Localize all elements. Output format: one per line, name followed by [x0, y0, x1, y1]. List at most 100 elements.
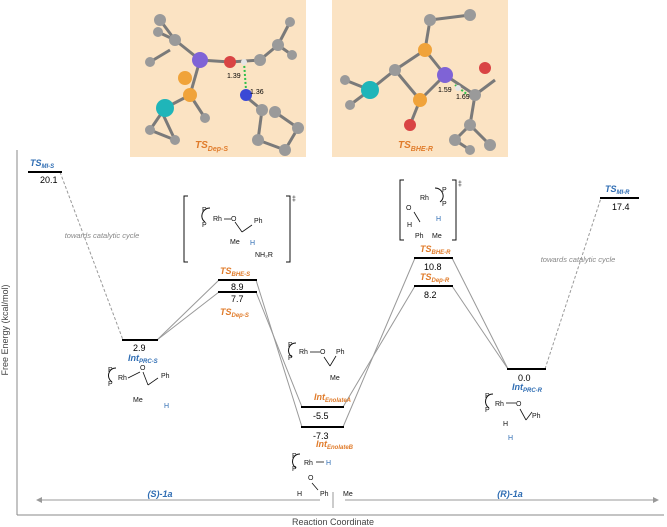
inset-left-dist2: 1.36	[250, 89, 264, 96]
svg-text:P: P	[202, 207, 207, 214]
svg-text:H: H	[508, 435, 513, 442]
energy-tsmi-s: 20.1	[40, 175, 58, 185]
svg-text:Ph: Ph	[161, 373, 170, 380]
svg-text:H: H	[250, 240, 255, 247]
svg-text:Ph: Ph	[320, 491, 329, 498]
svg-text:P: P	[108, 367, 113, 374]
connector-dep-s-enolA	[255, 291, 303, 408]
svg-text:H: H	[297, 491, 302, 498]
structure-int-enolA: P P Rh O Ph Me	[288, 342, 345, 382]
connectors	[59, 171, 602, 428]
svg-text:Ph: Ph	[254, 218, 263, 225]
x-axis-label: Reaction Coordinate	[292, 517, 374, 527]
svg-text:P: P	[485, 393, 490, 400]
energy-ts-bhe-s: 8.9	[231, 282, 244, 292]
svg-text:O: O	[231, 216, 237, 223]
energy-int-prc-s: 2.9	[133, 343, 146, 353]
inset-right-dist1: 1.59	[438, 87, 452, 94]
energy-int-enolB: -7.3	[313, 431, 329, 441]
svg-text:‡: ‡	[458, 181, 462, 188]
svg-text:Me: Me	[432, 233, 442, 240]
label-int-prc-s: IntPRC-S	[128, 353, 158, 365]
svg-text:O: O	[308, 475, 314, 482]
svg-text:H: H	[164, 403, 169, 410]
svg-text:Me: Me	[133, 397, 143, 404]
bottom-label-left: (S)-1a	[147, 489, 172, 499]
svg-text:P: P	[485, 407, 490, 414]
inset-right-title: TSBHE-R	[398, 140, 433, 153]
connector-prc-s-bhe-s	[156, 279, 220, 341]
svg-text:H: H	[503, 421, 508, 428]
label-ts-dep-s: TSDep-S	[220, 307, 249, 319]
svg-text:Me: Me	[230, 239, 240, 246]
connector-bhe-r-prc-r	[451, 257, 509, 370]
svg-text:Me: Me	[343, 491, 353, 498]
connector-bhe-s-enolB	[255, 279, 303, 428]
energy-ts-bhe-r: 10.8	[424, 262, 442, 272]
bottom-label-right: (R)-1a	[497, 489, 523, 499]
y-axis-label: Free Energy (kcal/mol)	[0, 284, 10, 375]
label-ts-bhe-r: TSBHE-R	[420, 244, 451, 256]
svg-text:Rh: Rh	[299, 349, 308, 356]
svg-text:‡: ‡	[292, 196, 296, 203]
label-ts-bhe-s: TSBHE-S	[220, 266, 250, 278]
label-tsmi-r: TSMI-R	[605, 184, 630, 196]
inset-left-atoms	[145, 14, 304, 156]
svg-text:Ph: Ph	[532, 413, 541, 420]
svg-text:P: P	[442, 187, 447, 194]
energy-int-prc-r: 0.0	[518, 373, 531, 383]
label-int-enolB: IntEnolateB	[316, 439, 354, 451]
svg-text:Ph: Ph	[415, 233, 424, 240]
structure-ts-bhe-s: ‡ P P Rh O Ph Me H NH₂R	[183, 195, 296, 263]
structure-int-prc-s: P P Rh O Ph Me H	[108, 365, 170, 410]
connector-tsmi-s	[59, 171, 124, 341]
inset-left-background	[130, 0, 306, 157]
inset-left-dist1: 1.39	[227, 73, 241, 80]
structures: ‡ P P Rh O Ph Me H NH₂R P P Rh O Ph Me	[108, 179, 541, 498]
connector-prc-s-dep-s	[156, 291, 220, 341]
svg-text:H: H	[436, 216, 441, 223]
structure-int-prc-r: P P Rh O Ph H H	[485, 393, 541, 442]
svg-text:P: P	[202, 222, 207, 229]
svg-text:Rh: Rh	[118, 375, 127, 382]
inset-left: 1.39 1.36 TSDep-S	[130, 0, 306, 157]
svg-text:Rh: Rh	[420, 195, 429, 202]
inset-right-h-transfer	[454, 84, 469, 96]
svg-text:H: H	[326, 460, 331, 467]
energy-tsmi-r: 17.4	[612, 202, 630, 212]
svg-text:O: O	[406, 205, 412, 212]
svg-text:Rh: Rh	[495, 401, 504, 408]
inset-right-background	[332, 0, 508, 157]
structure-int-enolB: P P Rh H O H Ph Me	[292, 453, 353, 498]
svg-text:O: O	[516, 401, 522, 408]
label-tsmi-s: TSMI-S	[30, 158, 54, 170]
connector-enolA-dep-r	[342, 285, 416, 408]
connector-tsmi-r	[544, 197, 602, 370]
label-ts-dep-r: TSDep-R	[420, 272, 450, 284]
side-note-right: towards catalytic cycle	[541, 255, 616, 264]
energy-int-enolA: -5.5	[313, 411, 329, 421]
svg-text:P: P	[288, 355, 293, 362]
structure-ts-bhe-r: ‡ P P Rh O H H Ph Me	[399, 179, 462, 241]
svg-text:P: P	[108, 381, 113, 388]
state-labels: TSMI-S IntPRC-S TSBHE-S TSDep-S IntEnola…	[30, 158, 630, 451]
svg-text:P: P	[292, 453, 297, 460]
energy-levels	[28, 171, 639, 428]
inset-left-title: TSDep-S	[195, 140, 228, 153]
svg-text:Ph: Ph	[336, 349, 345, 356]
inset-left-h-transfer	[243, 61, 247, 91]
svg-text:P: P	[288, 342, 293, 349]
inset-right-atoms	[340, 9, 496, 155]
side-note-left: towards catalytic cycle	[65, 231, 140, 240]
svg-text:H: H	[407, 222, 412, 229]
svg-text:P: P	[442, 201, 447, 208]
label-int-prc-r: IntPRC-R	[512, 382, 543, 394]
svg-text:P: P	[292, 466, 297, 473]
label-int-enolA: IntEnolateA	[314, 392, 351, 404]
energy-ts-dep-s: 7.7	[231, 294, 244, 304]
svg-text:Rh: Rh	[304, 460, 313, 467]
energy-values: 20.1 2.9 8.9 7.7 -5.5 -7.3 10.8 8.2 0.0 …	[40, 175, 630, 441]
svg-text:Rh: Rh	[213, 216, 222, 223]
